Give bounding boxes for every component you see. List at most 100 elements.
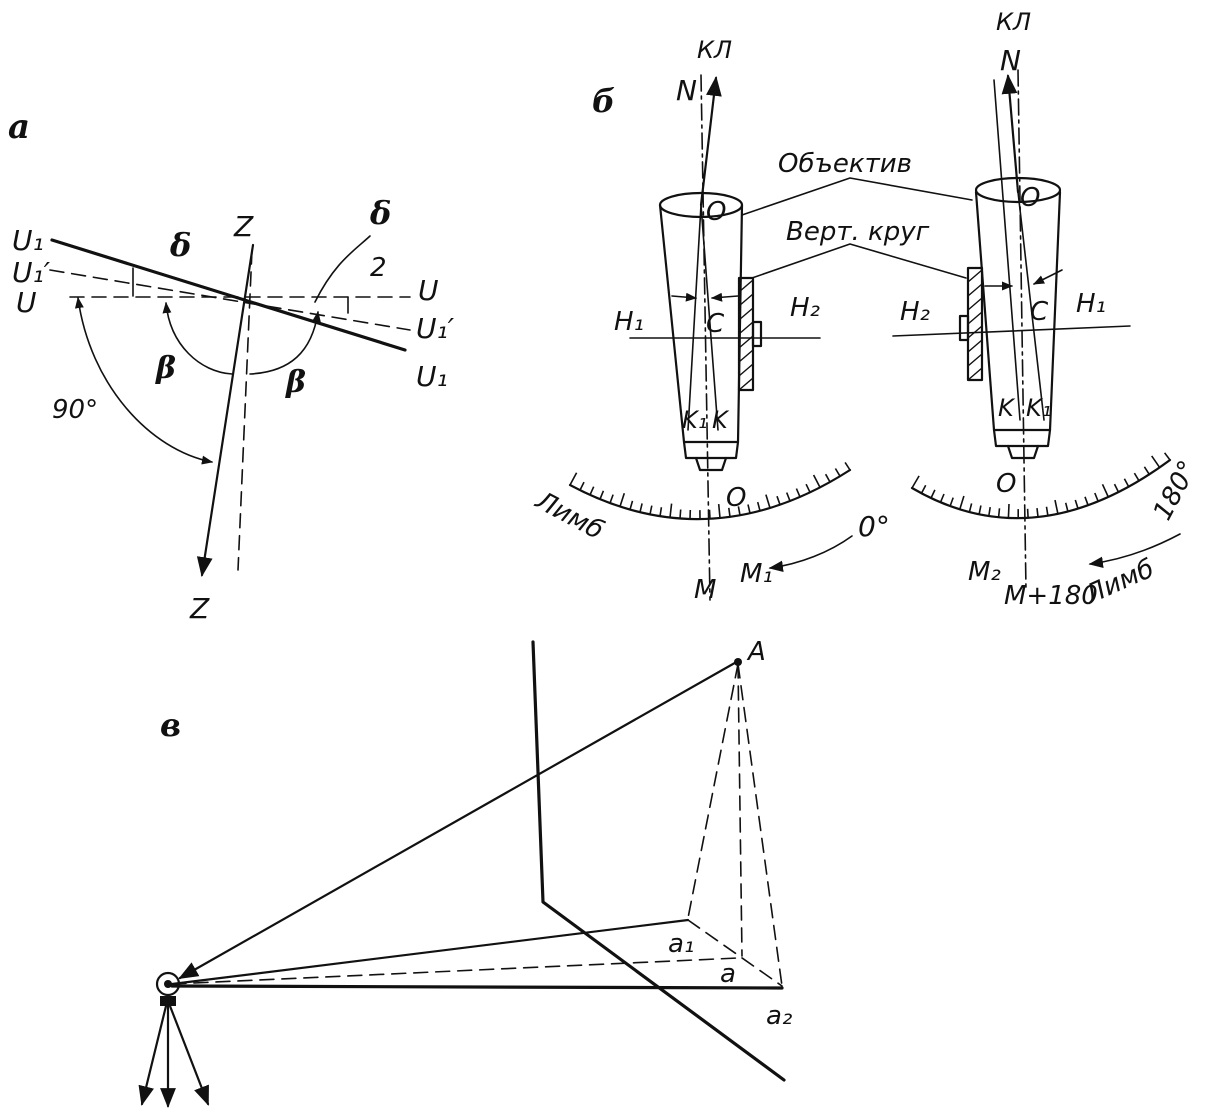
limb-left-tick [679, 509, 682, 519]
limb-right-tick [988, 506, 991, 517]
telescope-left [629, 74, 821, 601]
sight-line-right-2 [1017, 191, 1045, 421]
telescope-right-objective [974, 176, 1062, 204]
label-kp-left: КЛ [697, 36, 732, 64]
limb-right-tick [1074, 499, 1079, 509]
line-u1-prime [49, 269, 411, 331]
limb-right-tick [1123, 478, 1130, 488]
axis-h1h2-right [892, 325, 1131, 337]
arc-beta-right [249, 310, 321, 375]
north-arrow-right [1001, 74, 1020, 194]
label-u-right: U [418, 274, 439, 307]
label-c-right: C [1030, 297, 1049, 327]
limb-left-tick [619, 492, 626, 507]
limb-right-tick [911, 475, 920, 489]
panel-a-letter: а [8, 107, 30, 147]
hatch-left [738, 279, 754, 391]
limb-left-tick [805, 483, 811, 493]
vertical-plane-edge [531, 640, 786, 1082]
limb-right-tick [1084, 496, 1089, 506]
a-to-a-dashed [737, 663, 743, 957]
label-h1-right: H₁ [1076, 289, 1106, 319]
limb-right-tick [1026, 508, 1029, 518]
limb-left-tick [728, 507, 731, 517]
limb-left-tick [629, 500, 634, 510]
label-u1p-left: U₁′ [12, 256, 51, 289]
limb-right-tick [920, 484, 927, 494]
rotation-arrow-left [768, 535, 853, 572]
instrument-center [164, 980, 172, 988]
limb-right-tick [997, 508, 1001, 518]
label-h2-left: H₂ [790, 293, 820, 323]
label-c-left: C [706, 309, 725, 339]
instrument-circle [155, 971, 181, 997]
label-k-left: K [712, 406, 730, 434]
c-arrow-left-1 [671, 292, 698, 302]
panel-c: в A a₁ a a₂ [138, 637, 792, 1108]
limb-left-tick [737, 506, 741, 516]
collimation-line-right [1017, 69, 1027, 591]
limb-right-tick [1163, 452, 1171, 461]
limb-right-tick [1101, 483, 1110, 498]
label-kp-right: КЛ [996, 8, 1031, 36]
label-m: M [694, 575, 716, 605]
label-zero-left: O [726, 483, 746, 513]
label-z-bottom: Z [189, 592, 210, 625]
line-to-a1 [170, 918, 690, 986]
label-o-right: O [1020, 183, 1040, 213]
label-n-right: N [1000, 44, 1021, 77]
limb-left-tick [579, 481, 585, 491]
limb-left-tick [834, 468, 841, 477]
a-to-a1-dashed [687, 663, 739, 919]
label-two: 2 [370, 253, 387, 283]
limb-left-tick [776, 495, 781, 505]
sight-line-left-2 [700, 204, 719, 431]
label-k-right: K [998, 394, 1016, 422]
label-h2-right: H₂ [900, 297, 930, 327]
panel-b: б [530, 8, 1204, 611]
label-o-left: O [706, 197, 726, 227]
label-point-a-upper: A [746, 637, 766, 667]
limb-left-tick [747, 504, 751, 514]
sight-line-to-a [178, 658, 742, 980]
label-u1-left: U₁ [12, 224, 44, 257]
limb-right-tick [1045, 506, 1049, 516]
hatch-right [967, 269, 983, 381]
limb-left-tick [756, 501, 761, 512]
a-to-a2-dashed [737, 663, 783, 987]
limb-left-tick [589, 486, 595, 496]
label-m1: M₁ [740, 559, 773, 589]
label-k1-left: K₁ [682, 406, 707, 434]
line-to-a [171, 957, 739, 985]
limb-left-tick [599, 490, 605, 500]
telescope-right-vertical-circle [966, 266, 984, 382]
line-z-dashed [237, 249, 253, 571]
telescope-left-eyepiece [694, 456, 728, 472]
limb-left-tick [844, 461, 851, 471]
limb-right-tick [939, 493, 945, 503]
line-to-a2 [170, 984, 784, 990]
limb-left-tick [669, 503, 673, 518]
label-k1-right: K₁ [1026, 394, 1051, 422]
telescope-right-eyepiece [1006, 444, 1040, 460]
point-a [734, 658, 742, 666]
instrument-base [160, 996, 176, 1006]
limb-right-tick [978, 505, 982, 515]
limb-right-tick [1007, 503, 1010, 518]
label-a1: a₁ [668, 929, 694, 959]
limb-left-tick [785, 492, 791, 502]
label-180-degrees: 180° [1148, 456, 1204, 525]
limb-right-arc [910, 458, 1172, 520]
limb-left-tick [659, 507, 663, 517]
label-90-degrees: 90° [52, 395, 98, 425]
label-u-left: U [16, 286, 37, 319]
limb-left-tick [569, 472, 578, 486]
tripod-leg-left [138, 1004, 168, 1106]
limb-right-tick [1143, 466, 1150, 475]
label-delta-right: δ [369, 194, 391, 232]
label-a: a [720, 959, 736, 989]
label-limb-left: Лимб [530, 485, 609, 546]
limb-left-tick [649, 505, 653, 515]
telescope-right-axle [958, 314, 970, 342]
